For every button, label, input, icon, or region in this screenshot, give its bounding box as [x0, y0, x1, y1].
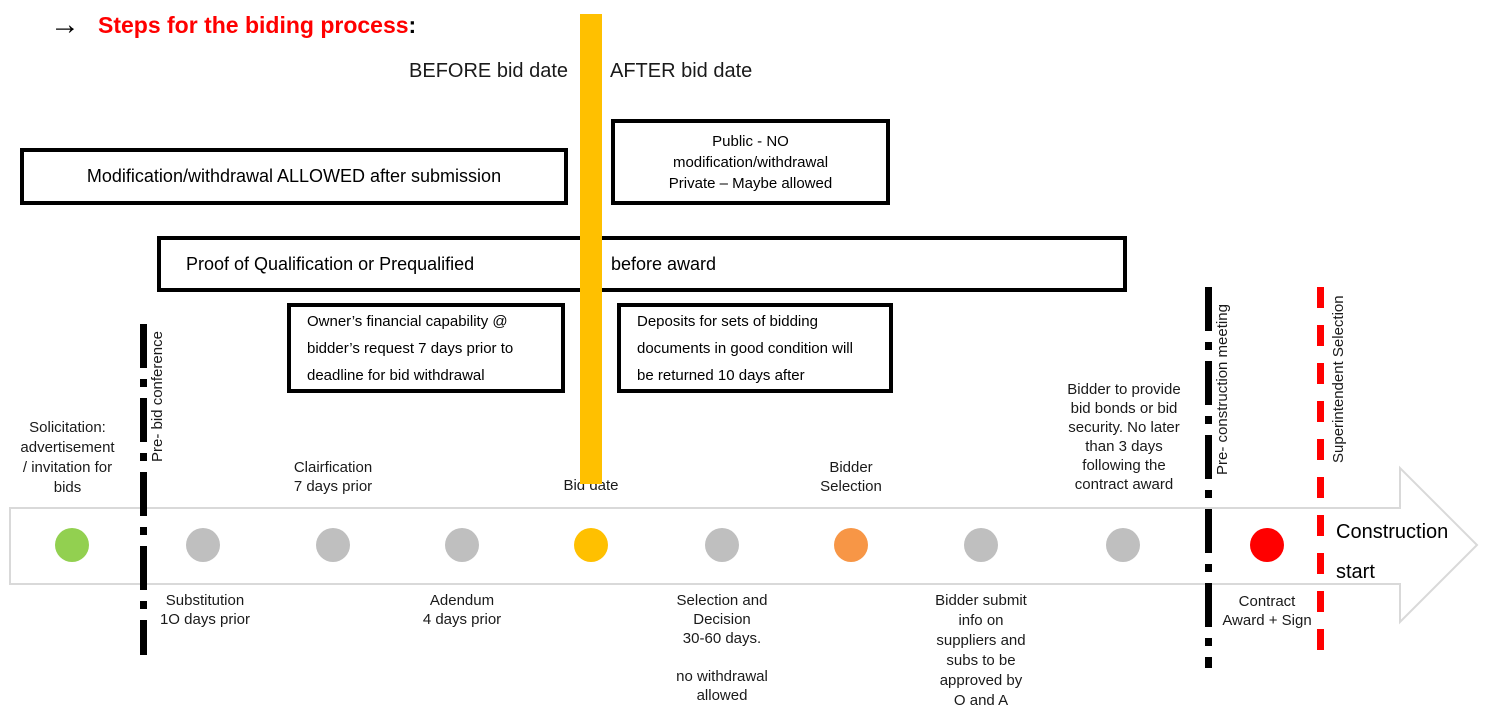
- bid-bonds-label: Bidder to provide bid bonds or bid secur…: [1067, 381, 1181, 493]
- milestone-dot-substitution: [186, 528, 220, 562]
- contract-award-label: Contract Award + Sign: [1222, 593, 1312, 629]
- milestone-dot-bid-date: [574, 528, 608, 562]
- bid-date-divider-bar: [580, 14, 602, 484]
- title-text: Steps for the biding process: [98, 11, 409, 38]
- superintendent-selection-line: [1317, 287, 1324, 667]
- title-colon: :: [408, 11, 417, 38]
- superintendent-selection-label: Superintendent Selection: [1330, 295, 1347, 463]
- bidder-submit-label: Bidder submit info on suppliers and subs…: [935, 592, 1027, 709]
- modification-allowed-box: Modification/withdrawal ALLOWED after su…: [20, 148, 568, 205]
- after-bid-date-label: AFTER bid date: [610, 60, 753, 82]
- owner-financial-box: Owner’s financial capability @ bidder’s …: [287, 303, 565, 393]
- pre-construction-meeting-label: Pre- construction meeting: [1214, 304, 1231, 475]
- clarification-label: Clairfication 7 days prior: [293, 459, 373, 495]
- proof-right-text: before award: [611, 253, 717, 274]
- bidder-selection-label: Bidder Selection: [820, 459, 882, 495]
- before-bid-date-label: BEFORE bid date: [409, 60, 568, 82]
- pre-bid-conference-line: [140, 324, 147, 655]
- milestone-dot-addendum: [445, 528, 479, 562]
- selection-decision-label: Selection and Decision 30-60 days. no wi…: [676, 592, 768, 704]
- milestone-dot-bidder-selection: [834, 528, 868, 562]
- construction-start-label: Construction start: [1336, 521, 1449, 583]
- milestone-dot-bidder-submit: [964, 528, 998, 562]
- milestone-dot-bid-bonds: [1106, 528, 1140, 562]
- modification-allowed-text: Modification/withdrawal ALLOWED after su…: [86, 166, 502, 186]
- public-private-box: Public - NO modification/withdrawal Priv…: [611, 119, 890, 205]
- page-title: → Steps for the biding process:: [50, 8, 416, 42]
- milestone-dot-solicitation: [55, 528, 89, 562]
- proof-left-text: Proof of Qualification or Prequalified: [186, 253, 475, 274]
- milestone-dot-clarification: [316, 528, 350, 562]
- deposits-box: Deposits for sets of bidding documents i…: [617, 303, 893, 393]
- addendum-label: Adendum 4 days prior: [422, 592, 502, 628]
- milestone-dot-contract-award: [1250, 528, 1284, 562]
- substitution-label: Substitution 1O days prior: [159, 592, 251, 628]
- milestone-dot-selection-decision: [705, 528, 739, 562]
- proof-of-qualification-box: Proof of Qualification or Prequalified b…: [157, 236, 1127, 292]
- pre-construction-meeting-line: [1205, 287, 1212, 668]
- right-arrow-icon: →: [50, 8, 80, 41]
- solicitation-label: Solicitation: advertisement / invitation…: [20, 419, 115, 496]
- pre-bid-conference-label: Pre- bid conference: [149, 331, 166, 462]
